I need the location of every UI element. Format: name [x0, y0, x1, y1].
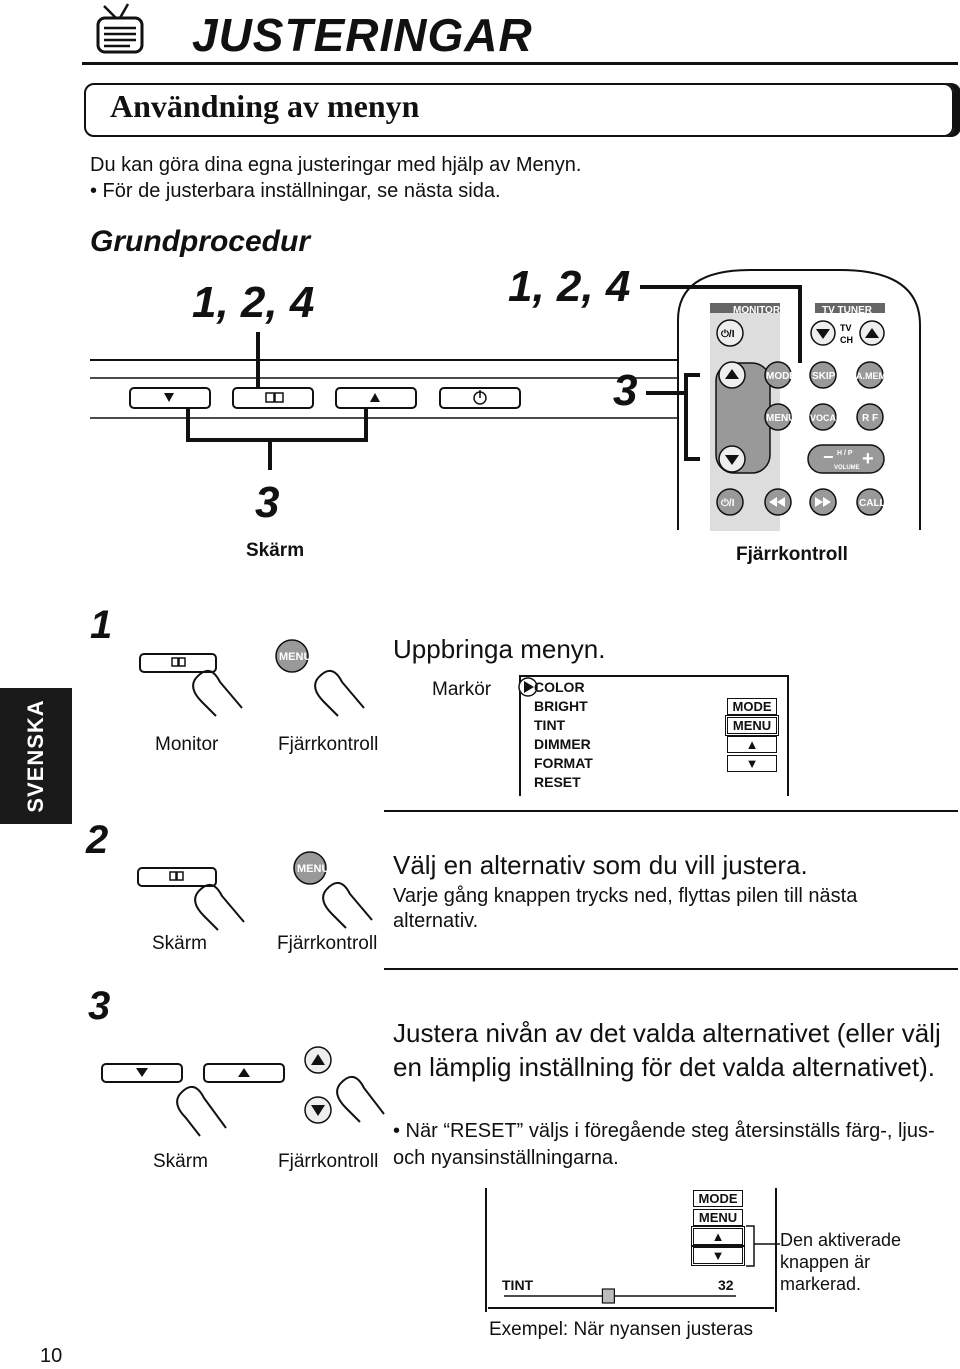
step2-remote-label: Fjärrkontroll: [277, 933, 378, 954]
section-subtitle: Användning av menyn: [110, 88, 420, 124]
step3-screen-label: Skärm: [153, 1151, 208, 1172]
step1-heading: Uppbringa menyn.: [393, 634, 606, 664]
procedure-heading: Grundprocedur: [90, 225, 311, 258]
svg-text:H / P: H / P: [837, 450, 853, 457]
tint-level-slider: [601, 1288, 616, 1304]
osd-up-key: ▲: [727, 736, 777, 753]
tv-icon: [96, 3, 144, 54]
osd-down-key: ▼: [727, 755, 777, 772]
step1-monitor-label: Monitor: [155, 734, 219, 755]
intro-text: Du kan göra dina egna justeringar med hj…: [90, 154, 582, 176]
callout-left-steps: 1, 2, 4: [192, 278, 315, 327]
menu-item-bright: BRIGHT: [534, 698, 588, 714]
step1-remote-label: Fjärrkontroll: [278, 734, 379, 755]
remote-menu-button-press: MENU: [275, 639, 365, 717]
menu-item-format: FORMAT: [534, 755, 593, 771]
svg-text:MENU: MENU: [279, 651, 311, 663]
step3-divider: [384, 968, 958, 970]
monitor-select-button-press: [137, 867, 245, 931]
callout-step3-remote: 3: [613, 366, 638, 415]
monitor-key-label: MONITOR: [733, 305, 781, 316]
svg-text:MENU: MENU: [297, 863, 329, 875]
example-tint-value: 32: [718, 1277, 734, 1293]
step-3-number: 3: [88, 984, 111, 1028]
step-2-number: 2: [86, 818, 109, 862]
step2-heading: Välj en alternativ som du vill justera.: [393, 850, 808, 880]
menu-item-dimmer: DIMMER: [534, 736, 591, 752]
svg-text:CALL: CALL: [859, 498, 886, 509]
monitor-menu-button-press: [139, 653, 243, 717]
example-osd-frame: [485, 1188, 777, 1312]
step2-screen-label: Skärm: [152, 933, 207, 954]
example-mode-key: MODE: [693, 1190, 743, 1207]
tv-tuner-key-label: TV TUNER: [822, 305, 873, 316]
step3-heading: Justera nivån av det valda alternativet …: [393, 1018, 941, 1082]
page-number: 10: [40, 1345, 63, 1367]
example-menu-key: MENU: [693, 1209, 743, 1226]
remote-control-diagram: MONITOR TV TUNER ⏻/I TV CH MODE MENU SKI…: [640, 269, 921, 531]
svg-text:A.MEMO: A.MEMO: [856, 371, 893, 381]
svg-text:−: −: [823, 447, 834, 467]
remote-label: Fjärrkontroll: [736, 544, 848, 565]
svg-text:CH: CH: [840, 335, 853, 345]
cursor-label: Markör: [432, 679, 492, 700]
svg-text:R F: R F: [862, 413, 878, 424]
remote-select-button-press: MENU: [293, 851, 373, 929]
osd-menu-frame: [518, 675, 789, 796]
menu-item-reset: RESET: [534, 774, 581, 790]
callout-step3-panel: 3: [255, 478, 280, 527]
svg-text:TV: TV: [840, 323, 852, 333]
screen-label: Skärm: [246, 540, 305, 561]
language-side-tab: SVENSKA: [0, 688, 72, 824]
svg-text:VOLUME: VOLUME: [834, 465, 860, 471]
active-key-note: Den aktiverade knappen är markerad.: [780, 1230, 902, 1294]
note-bracket: [746, 1225, 780, 1267]
svg-text:⏻/I: ⏻/I: [721, 497, 735, 509]
monitor-adjust-buttons-press: [101, 1063, 285, 1137]
remote-adjust-buttons-press: [304, 1046, 385, 1124]
intro-bullet: • För de justerbara inställningar, se nä…: [90, 180, 501, 202]
svg-text:MENU: MENU: [766, 413, 795, 424]
menu-item-color: COLOR: [534, 679, 585, 695]
example-down-key: ▼: [691, 1245, 745, 1266]
monitor-panel-diagram: [90, 332, 680, 470]
callout-right-steps: 1, 2, 4: [508, 262, 631, 311]
subtitle-box: [84, 83, 954, 137]
example-item-tint: TINT: [502, 1277, 534, 1293]
example-caption: Exempel: När nyansen justeras: [489, 1319, 754, 1340]
title-divider: [82, 62, 958, 65]
svg-text:MODE: MODE: [766, 371, 796, 382]
page-title: JUSTERINGAR: [192, 9, 533, 61]
osd-menu-key: MENU: [725, 715, 779, 736]
svg-text:⏻/I: ⏻/I: [721, 328, 735, 340]
step3-remote-label: Fjärrkontroll: [278, 1151, 379, 1172]
example-up-key: ▲: [691, 1226, 745, 1247]
svg-text:VOCAL: VOCAL: [810, 413, 842, 423]
osd-mode-key: MODE: [727, 698, 777, 715]
menu-item-tint: TINT: [534, 717, 566, 733]
step2-text: Varje gång knappen trycks ned, flyttas p…: [393, 885, 858, 932]
step-1-number: 1: [90, 603, 113, 647]
step3-bullet: • När “RESET” väljs i föregående steg åt…: [393, 1120, 935, 1169]
svg-text:SKIP: SKIP: [812, 371, 836, 382]
step2-divider: [384, 810, 958, 812]
svg-text:+: +: [862, 448, 874, 470]
